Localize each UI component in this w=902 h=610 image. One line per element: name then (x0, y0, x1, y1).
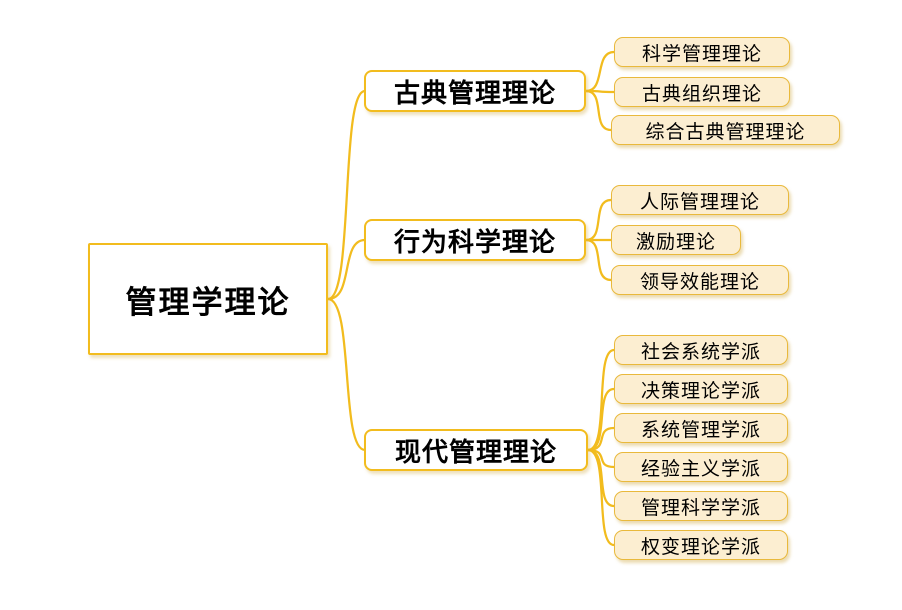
connector-root-branch3 (326, 297, 367, 452)
connector-b3-l1 (586, 348, 616, 452)
leaf-node: 社会系统学派 (614, 335, 788, 365)
leaf-node: 决策理论学派 (614, 374, 788, 404)
leaf-node: 激励理论 (611, 225, 741, 255)
leaf-node: 系统管理学派 (614, 413, 788, 443)
branch-node-classical-management: 古典管理理论 (364, 70, 586, 112)
leaf-node: 人际管理理论 (611, 185, 789, 215)
connector-root-branch2 (326, 238, 367, 301)
connector-b2-l1 (584, 198, 613, 242)
connector-b1-l1 (584, 50, 616, 93)
connector-b3-l2 (586, 387, 616, 452)
connector-b2-l3 (584, 238, 613, 282)
leaf-node: 经验主义学派 (614, 452, 788, 482)
connector-root-branch1 (326, 89, 367, 301)
branch-node-behavioral-science: 行为科学理论 (364, 219, 586, 261)
leaf-node: 领导效能理论 (611, 265, 789, 295)
leaf-node: 管理科学学派 (614, 491, 788, 521)
connector-b1-l3 (584, 89, 613, 132)
leaf-node: 科学管理理论 (614, 37, 790, 67)
root-node: 管理学理论 (88, 243, 328, 355)
leaf-node: 权变理论学派 (614, 530, 788, 560)
leaf-node: 综合古典管理理论 (611, 115, 840, 145)
connector-b3-l6 (586, 448, 616, 547)
branch-node-modern-management: 现代管理理论 (364, 429, 588, 471)
leaf-node: 古典组织理论 (614, 77, 790, 107)
